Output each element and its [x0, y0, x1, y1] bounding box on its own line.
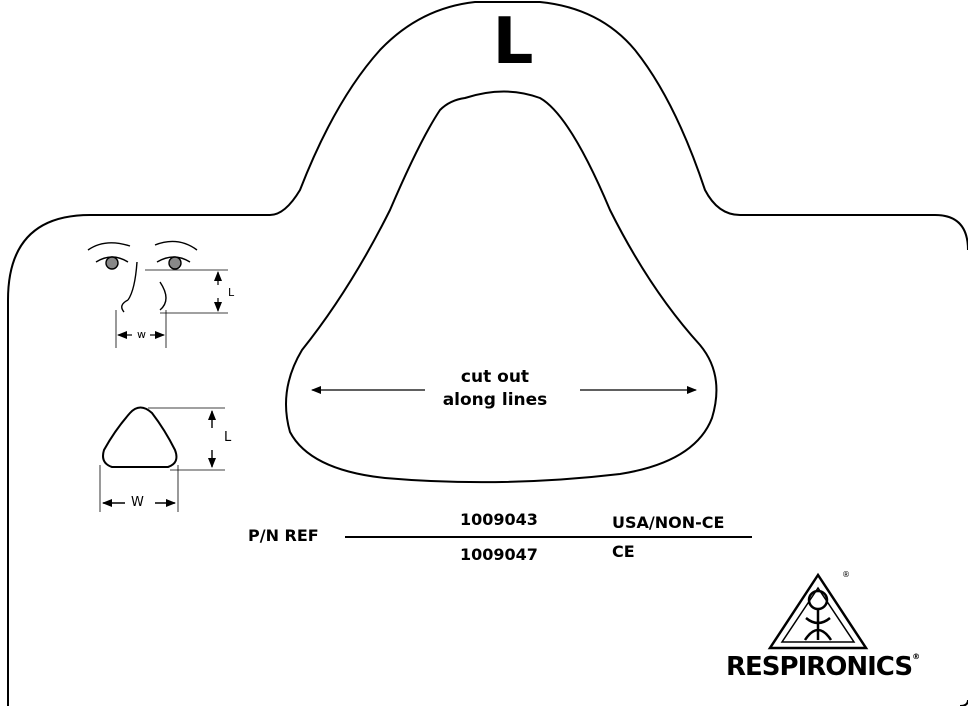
- mask-size-label: L: [492, 5, 534, 79]
- triangle-width-label: W: [131, 495, 144, 510]
- part-number-1-region: USA/NON-CE: [612, 513, 725, 532]
- brand-name: RESPIRONICS®: [726, 652, 920, 682]
- triangle-measurement-icon: [99, 406, 225, 512]
- face-width-label: w: [137, 328, 146, 341]
- respironics-logo-icon: [767, 572, 869, 650]
- brand-name-text: RESPIRONICS: [726, 652, 913, 682]
- triangle-length-label: L: [224, 430, 232, 445]
- part-number-2-region: CE: [612, 542, 635, 561]
- face-length-label: L: [228, 286, 235, 299]
- cut-instruction-line2: along lines: [442, 390, 548, 410]
- part-number-2: 1009047: [460, 545, 538, 564]
- logo-registered-mark: ®: [842, 570, 850, 579]
- part-number-label: P/N REF: [248, 526, 319, 545]
- part-number-1: 1009043: [460, 510, 538, 529]
- cut-out-outline: [285, 90, 718, 484]
- face-measurement-icon: [87, 240, 228, 348]
- cut-instruction: cut out along lines: [420, 366, 570, 412]
- card-outline: [7, 0, 968, 706]
- cut-instruction-line1: cut out: [460, 367, 530, 387]
- brand-registered-mark: ®: [912, 652, 920, 661]
